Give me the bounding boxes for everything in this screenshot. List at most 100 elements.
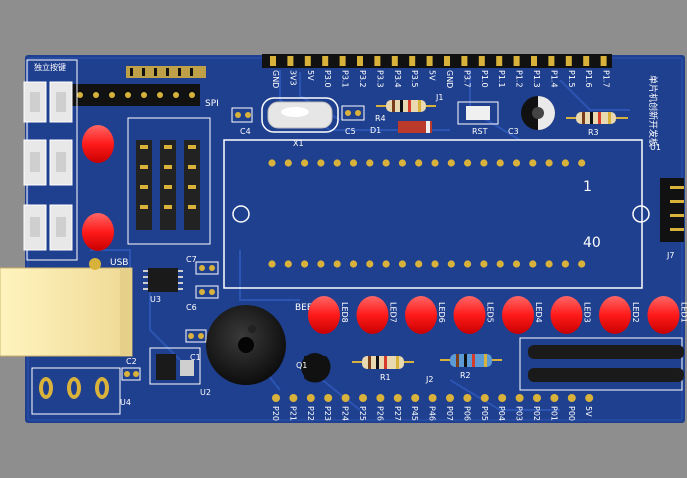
mcu-pin bbox=[545, 260, 553, 268]
top-header-pin bbox=[304, 56, 311, 66]
u1-label: U1 bbox=[650, 143, 661, 152]
spi-label: SPI bbox=[205, 99, 219, 109]
top-header-pin bbox=[409, 56, 416, 66]
mcu-pin bbox=[447, 159, 455, 167]
resistor-r1 bbox=[352, 356, 414, 369]
usb-label: USB bbox=[110, 258, 128, 268]
top-header-pin-label: P3.4 bbox=[393, 70, 402, 88]
bottom-header-pin-label: P01 bbox=[549, 406, 558, 421]
chip-u3 bbox=[143, 268, 183, 292]
u2-label: U2 bbox=[200, 388, 211, 397]
top-header-pin bbox=[531, 56, 537, 66]
usb-connector[interactable] bbox=[0, 267, 133, 357]
top-header bbox=[262, 54, 612, 68]
top-header-pin-label: 3V3 bbox=[288, 70, 297, 86]
top-header-pin-label: GND bbox=[271, 70, 280, 88]
led-label: LED4 bbox=[534, 302, 543, 323]
bottom-header-pin bbox=[463, 394, 472, 402]
bottom-header-pin bbox=[393, 394, 402, 402]
top-header-pin-label: 5V bbox=[306, 70, 315, 81]
top-header-pin bbox=[461, 56, 468, 66]
mcu-pin bbox=[301, 159, 309, 167]
x1-label: X1 bbox=[293, 139, 304, 148]
capacitors-top bbox=[231, 105, 365, 123]
spi-header bbox=[68, 84, 200, 106]
mcu-pin bbox=[349, 159, 358, 167]
top-header-pin-label: P1.6 bbox=[584, 70, 593, 88]
mcu-pin bbox=[333, 260, 341, 268]
mcu-pin-row-top bbox=[268, 159, 586, 167]
mcu-pin bbox=[431, 260, 439, 268]
mcu-pin bbox=[447, 260, 455, 268]
bottom-header-pin-label: P23 bbox=[323, 406, 332, 421]
mcu-pin bbox=[398, 260, 406, 268]
top-header-pin-label: P3.1 bbox=[341, 70, 350, 88]
tactile-switches[interactable] bbox=[23, 81, 73, 251]
mcu-pin bbox=[317, 159, 325, 167]
top-header-pin bbox=[270, 56, 276, 66]
top-header-pin bbox=[322, 56, 329, 66]
mcu-pin bbox=[578, 260, 586, 268]
mcu-pin bbox=[382, 159, 390, 167]
bottom-header-pin-label: P21 bbox=[288, 406, 297, 421]
led-label: LED3 bbox=[583, 302, 592, 323]
mcu-pin bbox=[268, 159, 276, 167]
top-header-pin-label: P3.2 bbox=[358, 70, 367, 88]
top-header-pin bbox=[391, 56, 398, 66]
regulator-u2 bbox=[149, 347, 201, 385]
top-header-pin-label: P1.7 bbox=[602, 70, 611, 88]
capacitor-c1 bbox=[185, 329, 207, 343]
r4-label: R4 bbox=[375, 114, 386, 123]
bottom-header-pin bbox=[272, 394, 280, 402]
bottom-header-pin bbox=[533, 394, 541, 402]
led bbox=[308, 296, 340, 334]
mcu-pin bbox=[382, 260, 390, 268]
mcu-pin bbox=[529, 159, 537, 167]
mcu-pin-row-bottom bbox=[268, 260, 586, 268]
led bbox=[647, 296, 680, 334]
jumper-block bbox=[127, 117, 211, 245]
bottom-header-pin-label: P25 bbox=[358, 406, 367, 421]
power-pads-u4 bbox=[31, 367, 121, 415]
crystal-x1 bbox=[261, 97, 339, 133]
c3-label: C3 bbox=[508, 127, 519, 136]
c5-label: C5 bbox=[345, 127, 356, 136]
mcu-pin bbox=[545, 159, 553, 167]
top-header-pin-label: P1.0 bbox=[480, 70, 489, 88]
led-label: LED1 bbox=[680, 302, 687, 323]
top-header-pin bbox=[583, 56, 590, 66]
c6-label: C6 bbox=[186, 303, 197, 312]
top-header-pin bbox=[444, 56, 450, 66]
top-header-pin-label: P1.5 bbox=[567, 70, 576, 88]
bottom-header-pin-label: P00 bbox=[567, 406, 576, 421]
mcu-pin bbox=[496, 159, 504, 167]
bottom-header-pin-label: P20 bbox=[271, 406, 280, 421]
c4-label: C4 bbox=[240, 127, 251, 136]
bottom-header-pin-label: P24 bbox=[341, 406, 350, 421]
j7-label: J7 bbox=[666, 251, 674, 260]
mcu-pin bbox=[464, 260, 472, 268]
c2-label: C2 bbox=[126, 357, 137, 366]
top-header-pin-label: P1.4 bbox=[549, 70, 558, 88]
top-header-pin bbox=[339, 56, 346, 66]
bottom-header-pin bbox=[498, 394, 507, 402]
top-header-pin bbox=[513, 56, 520, 66]
j1-label: J1 bbox=[435, 93, 443, 102]
r3-label: R3 bbox=[588, 128, 599, 137]
buzzer bbox=[206, 305, 286, 385]
mcu-pin bbox=[268, 260, 276, 268]
mcu-pin bbox=[512, 159, 521, 167]
reset-button[interactable] bbox=[457, 101, 499, 125]
mcu-pin bbox=[366, 260, 374, 268]
top-header-pin-label: P3.5 bbox=[410, 70, 419, 88]
mcu-pin bbox=[301, 260, 309, 268]
mcu-pin bbox=[398, 159, 406, 167]
bottom-header-pin-label: P02 bbox=[532, 406, 541, 421]
beep-label: BEEP bbox=[295, 303, 319, 313]
mcu-pin bbox=[317, 260, 325, 268]
bottom-header-pin-label: P22 bbox=[306, 406, 315, 421]
bottom-header-pin bbox=[306, 394, 315, 402]
led bbox=[356, 296, 389, 334]
